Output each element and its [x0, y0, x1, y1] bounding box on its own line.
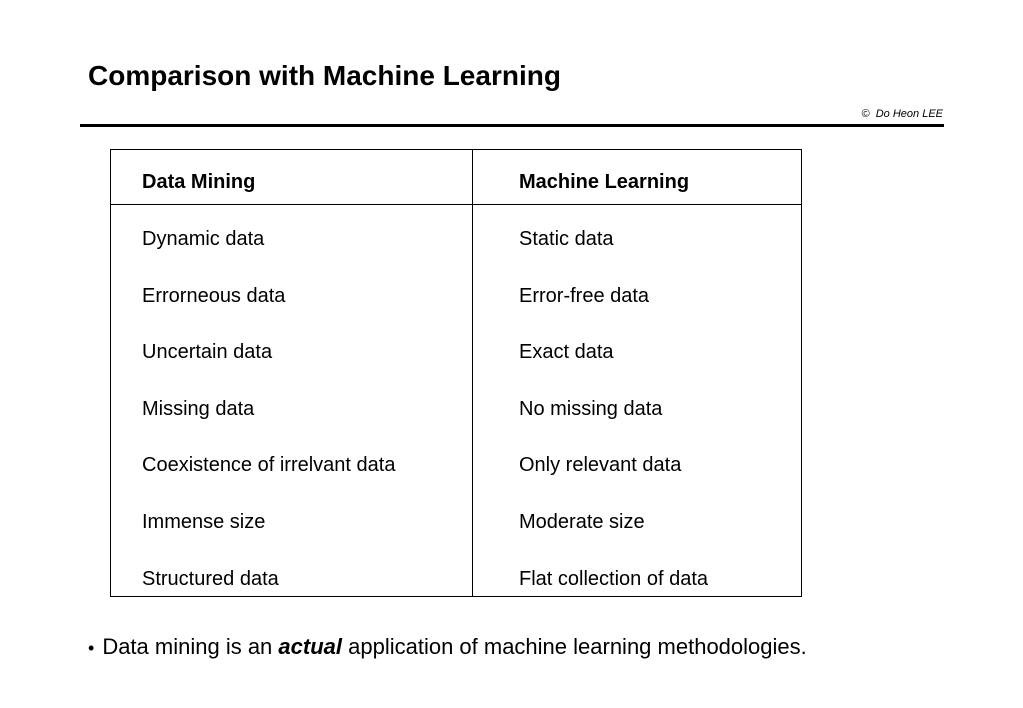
table-cell: Errorneous data	[142, 285, 286, 307]
table-cell: Moderate size	[519, 511, 645, 533]
bullet-point: • Data mining is an actual application of…	[88, 634, 807, 660]
table-cell: Dynamic data	[142, 228, 265, 250]
title-divider	[80, 124, 944, 127]
table-cell: Coexistence of irrelvant data	[142, 454, 396, 476]
table-cell: No missing data	[519, 398, 663, 420]
table-cell: Structured data	[142, 568, 279, 590]
header-divider	[111, 204, 801, 205]
bullet-icon: •	[88, 638, 95, 658]
table-cell: Only relevant data	[519, 454, 682, 476]
bullet-text-after: application of machine learning methodol…	[342, 634, 807, 659]
table-cell: Error-free data	[519, 285, 650, 307]
table-cell: Uncertain data	[142, 341, 273, 363]
copyright-icon: ©	[861, 108, 870, 120]
column-divider	[472, 150, 473, 596]
header-machine-learning: Machine Learning	[519, 171, 690, 193]
table-cell: Exact data	[519, 341, 614, 363]
slide-title: Comparison with Machine Learning	[88, 60, 561, 91]
table-cell: Immense size	[142, 511, 266, 533]
comparison-table: Data Mining Machine Learning Dynamic dat…	[110, 149, 802, 597]
author-credit: © Do Heon LEE	[862, 108, 943, 120]
table-cell: Flat collection of data	[519, 568, 708, 590]
table-cell: Static data	[519, 228, 614, 250]
bullet-emphasis: actual	[278, 634, 342, 659]
header-data-mining: Data Mining	[142, 171, 256, 193]
author-name: Do Heon LEE	[875, 108, 943, 120]
bullet-text-before: Data mining is an	[102, 634, 279, 659]
table-cell: Missing data	[142, 398, 255, 420]
